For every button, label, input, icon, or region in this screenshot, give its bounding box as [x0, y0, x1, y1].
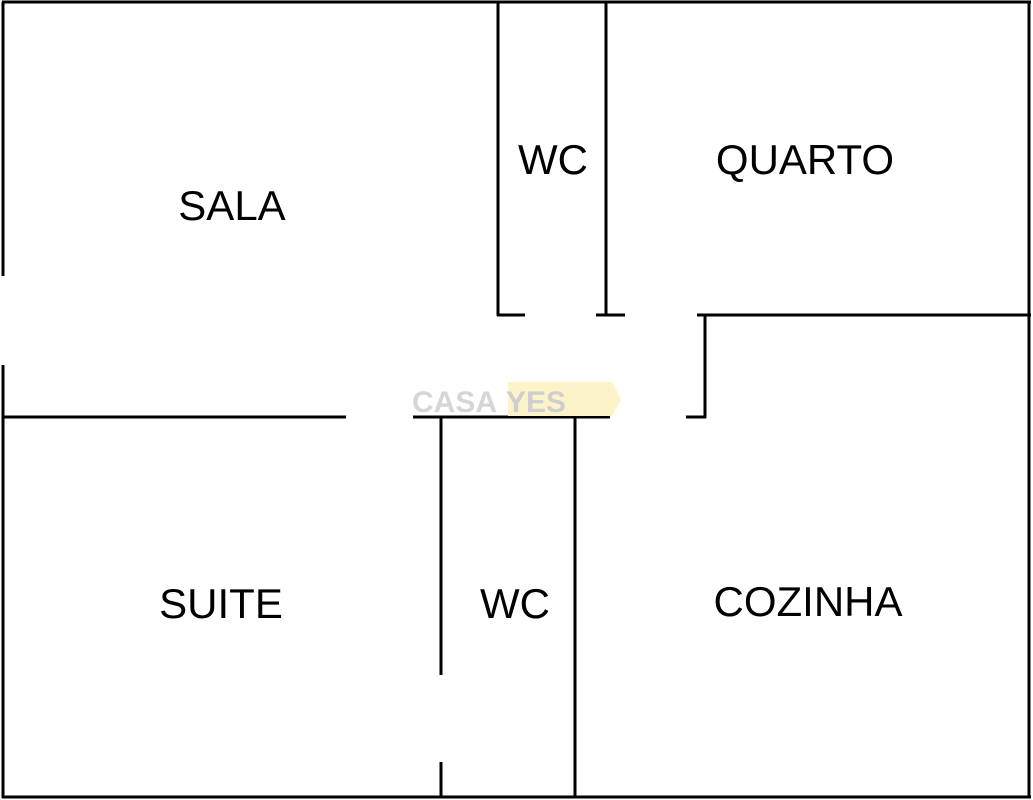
room-label-wc-top: WC	[518, 136, 588, 183]
room-label-cozinha: COZINHA	[714, 578, 903, 625]
upper-interior-walls	[496, 2, 1031, 419]
room-label-quarto: QUARTO	[716, 136, 894, 183]
room-label-suite: SUITE	[159, 580, 283, 627]
lower-interior-walls	[2, 415, 610, 798]
room-label-sala: SALA	[178, 182, 285, 229]
room-labels: SALA WC QUARTO SUITE WC COZINHA	[159, 136, 902, 627]
watermark-logo: CASA YES	[412, 382, 621, 419]
watermark-brand-casa: CASA	[412, 386, 497, 419]
room-label-wc-bottom: WC	[480, 580, 550, 627]
watermark-banner	[508, 382, 621, 416]
watermark-brand-yes: YES	[506, 386, 566, 419]
